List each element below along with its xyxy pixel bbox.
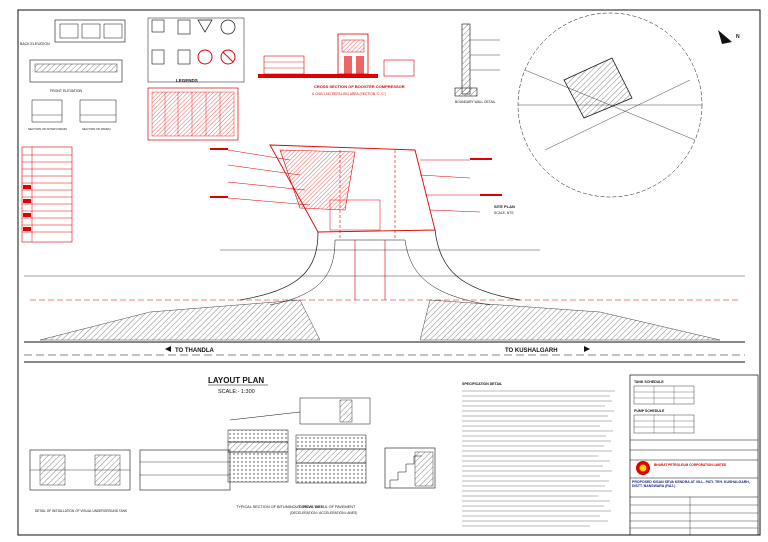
section-subtitle: & CNG/ LNG REFILLING AREA (SECTION 'C'-'…: [312, 92, 386, 96]
specification-block: SPECIFICATION DETAIL: [462, 382, 615, 527]
north-arrow-icon: [718, 30, 732, 44]
section-title: CROSS SECTION OF BOOSTER COMPRESSOR: [314, 84, 405, 89]
svg-text:BACK ELEVATION: BACK ELEVATION: [20, 42, 50, 46]
pump-schedule-label: PUMP SCHEDULE: [634, 409, 665, 413]
svg-text:SECTION OF DOWN DRAIN: SECTION OF DOWN DRAIN: [28, 127, 67, 131]
site-plan-label: SITE PLAN: [494, 204, 515, 209]
tank-schedule-label: TANK SCHEDULE: [634, 380, 664, 384]
spec-title: SPECIFICATION DETAIL: [462, 382, 503, 386]
cross-section: CROSS SECTION OF BOOSTER COMPRESSOR & CN…: [258, 33, 415, 96]
arrow-left-icon: [165, 346, 171, 352]
building-grid: [147, 87, 239, 141]
legends-title: LEGENDS: [176, 78, 198, 83]
culvert-label: DETAIL OF INSTALLATION OF VISUAL UNDERGR…: [35, 509, 128, 513]
project-name-wrap: PROPOSED KISAN SEVA KENDRA AT VILL- PATI…: [632, 480, 750, 488]
top-left-details: BACK ELEVATION FRONT ELEVATION SECTION O…: [20, 19, 126, 131]
site-plan: SITE PLAN SCALE- NTS N: [494, 12, 740, 215]
legend-table: [21, 146, 73, 243]
front-elevation-label: FRONT ELEVATION: [50, 89, 83, 93]
svg-text:SECTION OF DRAIN: SECTION OF DRAIN: [82, 127, 111, 131]
project-name: PROPOSED KISAN SEVA KENDRA AT VILL- PATI…: [632, 480, 750, 488]
layout-plan-scale: SCALE:- 1:300: [218, 389, 255, 395]
layout-plan-title: LAYOUT PLAN: [208, 376, 264, 385]
company-name: BHARAT PETROLEUM CORPORATION LIMITED: [654, 463, 727, 467]
sheet-border: [17, 9, 761, 536]
bottom-details: DETAIL OF INSTALLATION OF VISUAL UNDERGR…: [29, 397, 436, 515]
company-logo-center: [639, 464, 647, 472]
pavement-detail-label: TYPICAL DETAIL OF PAVEMENT: [298, 505, 356, 509]
pavement-sub-label: (DECELERATION / ACCELERATION LANES): [290, 511, 357, 515]
layout-plan: TO THANDLA TO KUSHALGARH: [24, 144, 745, 363]
arrow-right-icon: [584, 346, 590, 352]
boundary-wall-detail: BOUNDARY WALL DETAIL: [454, 23, 500, 104]
legend-signs: LEGENDS: [147, 17, 245, 83]
north-label: N: [736, 34, 740, 40]
typical-section-label: TYPICAL SECTION OF BITUMINOUS DRIVE WAY: [236, 505, 323, 509]
road-left-label: TO THANDLA: [175, 348, 215, 354]
site-scale-label: SCALE- NTS: [494, 211, 514, 215]
road-right-label: TO KUSHALGARH: [505, 348, 558, 354]
boundary-wall-label: BOUNDARY WALL DETAIL: [455, 100, 496, 104]
title-block: TANK SCHEDULE PUMP SCHEDULE BHARAT PETRO…: [629, 374, 759, 536]
